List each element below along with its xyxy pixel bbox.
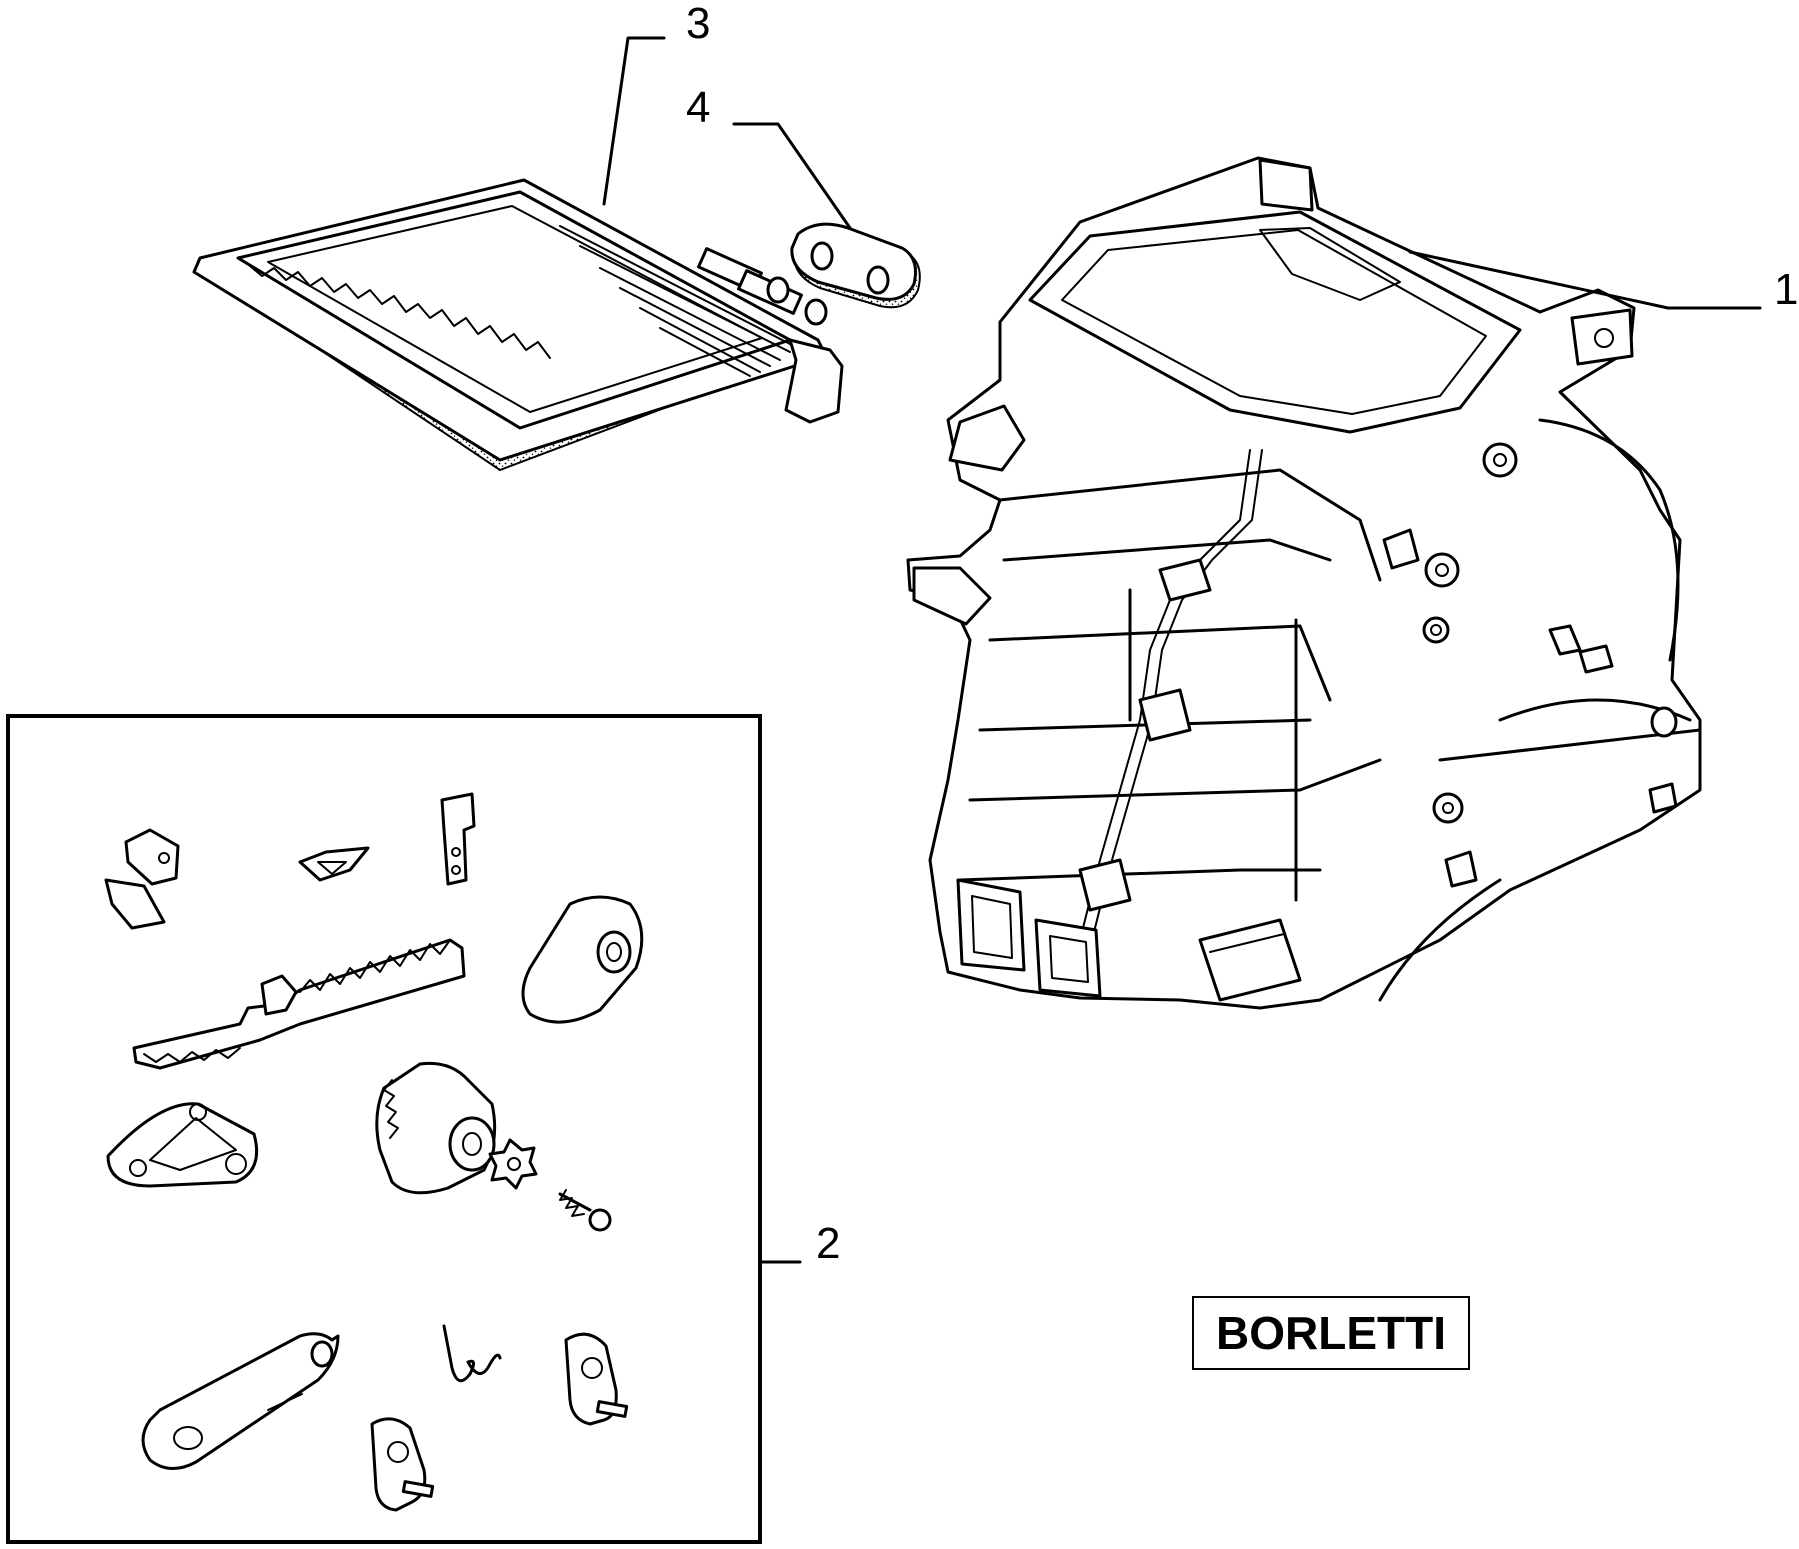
callout-3: 3 — [686, 0, 711, 48]
seal-gasket-part — [790, 222, 921, 309]
part-2-kit-box — [6, 714, 762, 1544]
callout-leaders — [602, 36, 1762, 1264]
callout-4: 4 — [686, 83, 711, 132]
kit-components — [104, 792, 644, 1512]
heater-housing-part — [906, 156, 1702, 1010]
callout-2: 2 — [816, 1219, 841, 1268]
callout-1: 1 — [1774, 265, 1799, 314]
brand-label: BORLETTI — [1192, 1296, 1470, 1370]
heater-core-part — [192, 178, 844, 472]
